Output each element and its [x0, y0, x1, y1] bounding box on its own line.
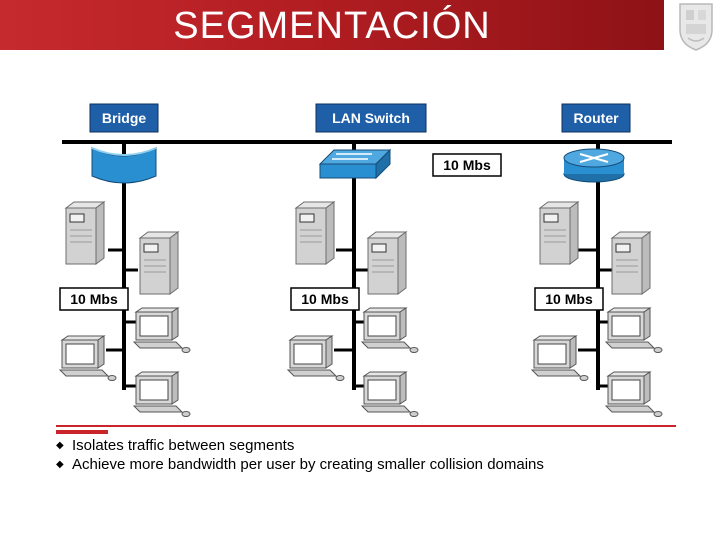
segment-speed-label: 10 Mbs — [70, 291, 118, 307]
server-tower-icon — [611, 231, 651, 295]
workstation-icon — [531, 335, 589, 381]
diamond-bullet-icon: ◆ — [56, 459, 64, 470]
router-label: Router — [573, 110, 619, 126]
server-tower-icon — [539, 201, 579, 265]
bridge-label: Bridge — [101, 110, 147, 126]
bullet-text: Isolates traffic between segments — [72, 437, 295, 454]
server-tower-icon — [139, 231, 179, 295]
diamond-bullet-icon: ◆ — [56, 440, 64, 451]
lan-switch-icon — [318, 148, 392, 180]
speed-label-box — [534, 287, 604, 311]
bullet-text: Achieve more bandwidth per user by creat… — [72, 456, 544, 473]
speed-label-box — [59, 287, 129, 311]
speed-label-box — [432, 153, 502, 177]
workstation-icon — [59, 335, 117, 381]
workstation-icon — [287, 335, 345, 381]
server-tower-icon — [367, 231, 407, 295]
lan-switch-label: LAN Switch — [332, 110, 410, 126]
segment-speed-label: 10 Mbs — [545, 291, 593, 307]
workstation-icon — [605, 371, 663, 417]
list-item: ◆ Isolates traffic between segments — [56, 436, 696, 455]
workstation-icon — [133, 307, 191, 353]
workstation-icon — [133, 371, 191, 417]
workstation-icon — [361, 307, 419, 353]
bridge-icon — [91, 147, 157, 184]
workstation-icon — [605, 307, 663, 353]
speed-label-box — [290, 287, 360, 311]
server-tower-icon — [295, 201, 335, 265]
list-item: ◆ Achieve more bandwidth per user by cre… — [56, 455, 696, 474]
bullet-list: ◆ Isolates traffic between segments ◆ Ac… — [56, 436, 696, 474]
segment-speed-label: 10 Mbs — [301, 291, 349, 307]
router-icon — [563, 148, 625, 183]
backbone-speed-label: 10 Mbs — [443, 157, 491, 173]
switch-label-box — [315, 103, 427, 133]
router-label-box — [561, 103, 631, 133]
crest-logo-icon — [679, 3, 713, 51]
network-diagram: Bridge LAN Switch Router 10 Mbs 10 Mbs 1… — [0, 90, 720, 440]
workstation-icon — [361, 371, 419, 417]
server-tower-icon — [65, 201, 105, 265]
page-title: SEGMENTACIÓN — [173, 5, 491, 47]
title-bar — [0, 0, 664, 50]
bridge-label-box — [89, 103, 159, 133]
